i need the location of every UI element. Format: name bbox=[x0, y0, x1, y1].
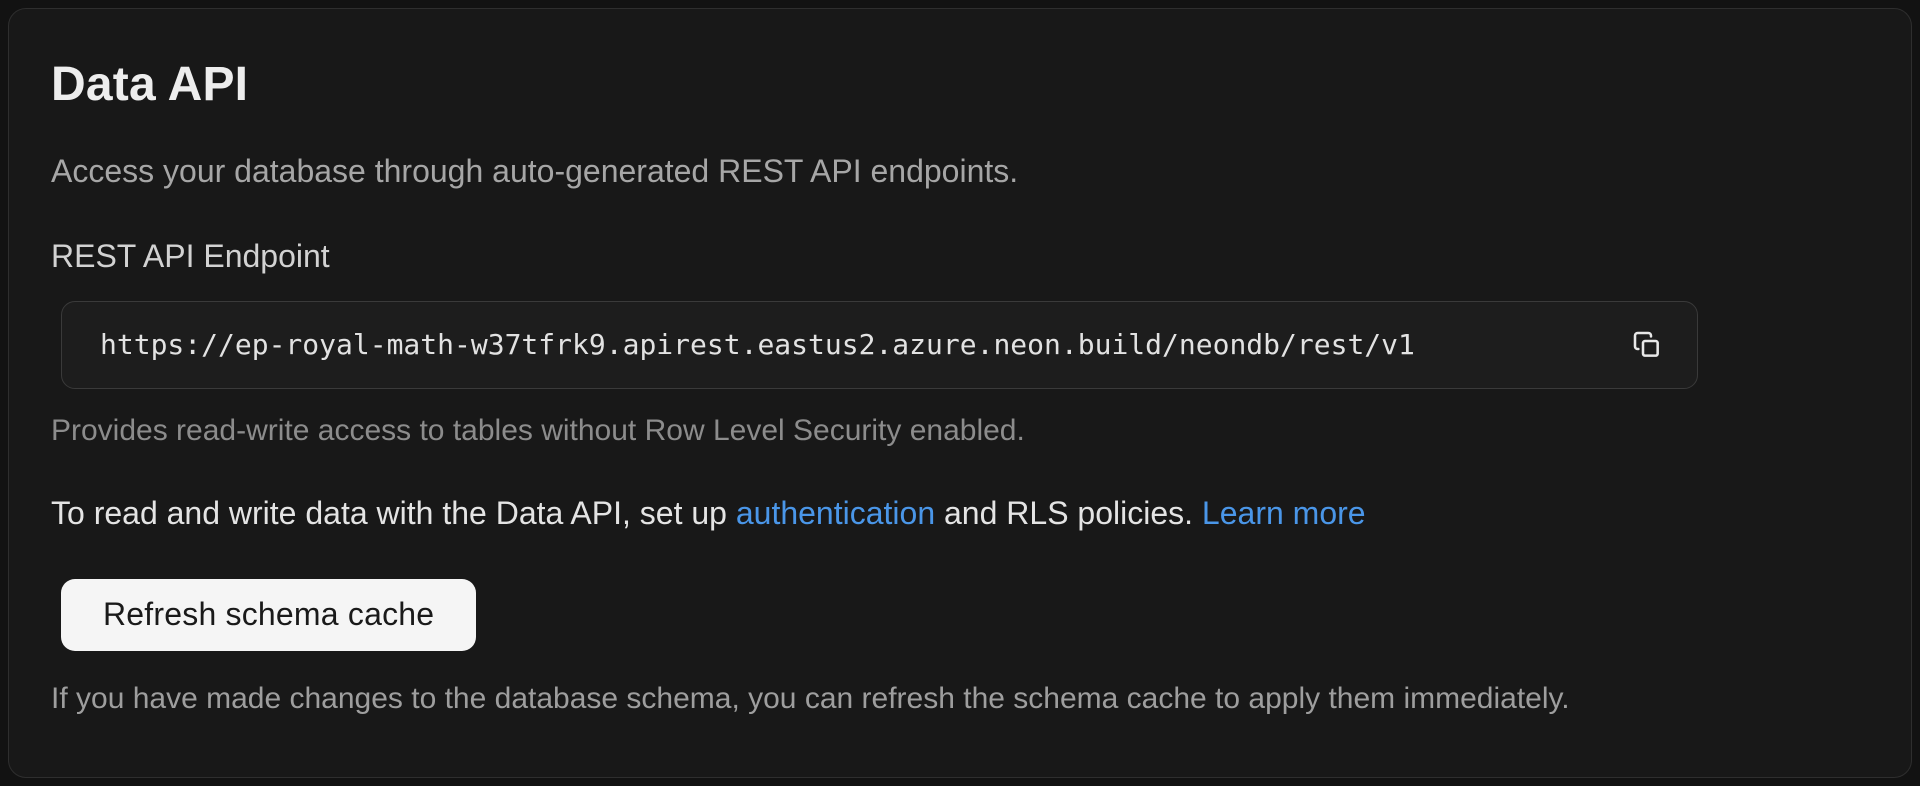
panel-description: Access your database through auto-genera… bbox=[51, 153, 1019, 190]
page-title: Data API bbox=[51, 58, 249, 111]
auth-note-text-1: To read and write data with the Data API… bbox=[51, 494, 736, 531]
rest-api-endpoint-url[interactable]: https://ep-royal-math-w37tfrk9.apirest.e… bbox=[100, 328, 1415, 362]
refresh-helper-text: If you have made changes to the database… bbox=[51, 681, 1570, 715]
copy-icon bbox=[1631, 329, 1663, 361]
authentication-link[interactable]: authentication bbox=[735, 494, 936, 531]
data-api-panel: Data API Access your database through au… bbox=[8, 8, 1912, 778]
learn-more-link[interactable]: Learn more bbox=[1201, 494, 1366, 531]
copy-endpoint-button[interactable] bbox=[1623, 321, 1671, 369]
auth-note-text-2: and RLS policies. bbox=[935, 494, 1202, 531]
endpoint-helper-text: Provides read-write access to tables wit… bbox=[51, 413, 1025, 447]
refresh-schema-cache-button[interactable]: Refresh schema cache bbox=[61, 578, 477, 651]
auth-note: To read and write data with the Data API… bbox=[51, 493, 1851, 533]
rest-api-endpoint-label: REST API Endpoint bbox=[51, 237, 330, 274]
rest-api-endpoint-field[interactable]: https://ep-royal-math-w37tfrk9.apirest.e… bbox=[61, 300, 1698, 389]
